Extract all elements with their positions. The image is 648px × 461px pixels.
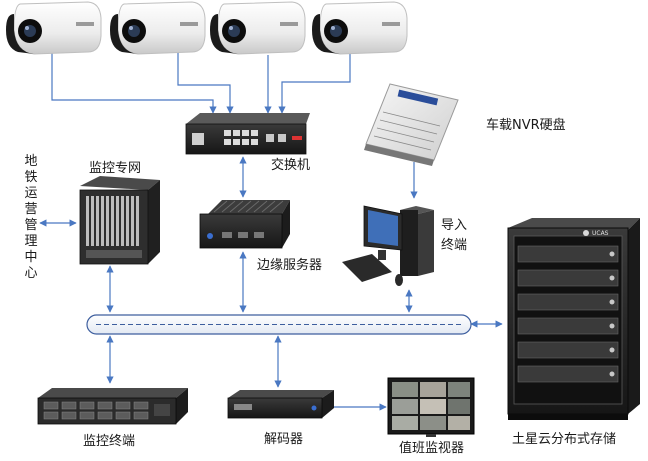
label-terminal: 终端 [441, 238, 468, 253]
label-decoder: 解码器 [264, 432, 304, 447]
decoder-box [227, 390, 334, 419]
ip-camera-2 [110, 1, 206, 55]
label-nvr-disk: 车载NVR硬盘 [486, 118, 566, 133]
monitor-network-chassis [79, 176, 160, 265]
monitor-terminal-nvr [37, 388, 188, 425]
label-monitor-terminal: 监控终端 [83, 434, 136, 449]
camera-links [51, 52, 351, 114]
link-camera1-switch [51, 52, 217, 114]
cloud-storage-rack [507, 218, 640, 420]
label-duty-monitor: 值班监视器 [399, 441, 465, 456]
label-edge-server: 边缘服务器 [257, 258, 323, 273]
label-switch: 交换机 [271, 158, 311, 173]
ip-camera-3 [210, 1, 306, 55]
rack-brand-logo: UCAS [592, 230, 609, 237]
duty-monitor-screen [387, 377, 475, 437]
link-camera4-switch [278, 52, 351, 114]
label-monitor-network: 监控专网 [89, 161, 142, 176]
ip-camera-4 [312, 1, 408, 55]
label-metro-center: 地铁运营管理中心 [24, 154, 38, 281]
edge-server-box [199, 200, 290, 249]
network-switch [185, 113, 310, 155]
label-import: 导入 [441, 218, 468, 233]
nvr-hard-disk [364, 83, 459, 166]
import-terminal-pc [342, 205, 434, 286]
network-bus [86, 314, 472, 335]
ip-camera-1 [6, 1, 102, 55]
link-camera2-switch [177, 52, 234, 114]
label-cloud-storage: 土星云分布式存储 [512, 432, 617, 447]
vertical-links [39, 156, 503, 411]
